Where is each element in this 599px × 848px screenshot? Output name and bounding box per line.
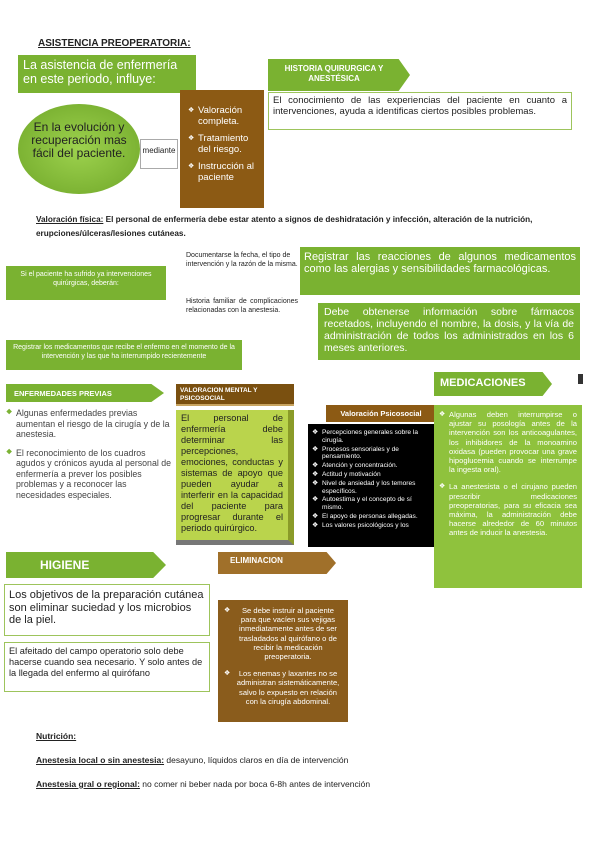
list-item: Autoestima y el concepto de sí mismo. [312,496,430,512]
list-item: Algunas enfermedades previas aumentan el… [6,408,176,440]
registrar-reactions-box: Registrar las reacciones de algunos medi… [300,247,580,295]
enfermedades-list: Algunas enfermedades previas aumentan el… [6,408,176,500]
higiene-text-1: Los objetivos de la preparación cutánea … [4,584,210,636]
list-item: Los valores psicológicos y los [312,522,430,530]
eliminacion-title: ELIMINACION [218,552,336,574]
registrar-meds-box: Registrar los medicamentos que recibe el… [6,340,242,370]
valoracion-fisica: Valoración física: El personal de enferm… [36,213,564,241]
list-item: La anestesista o el cirujano pueden pres… [439,482,577,537]
assessment-list-box: Valoración completa. Tratamiento del rie… [180,90,264,208]
assessment-list: Valoración completa. Tratamiento del rie… [188,105,260,183]
list-item: Se debe instruir al paciente para que va… [224,606,342,661]
anestesia-gral-text: no comer ni beber nada por boca 6-8h ant… [139,779,371,789]
list-item: Algunas deben interrumpirse o ajustar su… [439,410,577,474]
list-item: Nivel de ansiedad y los temores específi… [312,480,430,496]
list-item: Atención y concentración. [312,462,430,470]
historia-text: El conocimiento de las experiencias del … [268,92,572,130]
farmacos-box: Debe obtenerse información sobre fármaco… [318,303,580,360]
list-item: Los enemas y laxantes no se administran … [224,669,342,706]
psico-box: Percepciones generales sobre la cirugía.… [308,424,434,547]
corner-mark [578,374,583,384]
anestesia-gral-label: Anestesia gral o regional: [36,779,140,789]
historia-title: HISTORIA QUIRURGICA Y ANESTÉSICA [268,59,410,91]
doc-note-2: Historia familiar de complicaciones rela… [186,298,298,314]
anestesia-local-label: Anestesia local o sin anestesia: [36,755,165,765]
list-item: Tratamiento del riesgo. [188,133,260,155]
outcome-oval: En la evolución y recuperación mas fácil… [18,104,140,194]
medicaciones-list: Algunas deben interrumpirse o ajustar su… [439,410,577,538]
anestesia-local: Anestesia local o sin anestesia: desayun… [36,755,576,765]
medicaciones-box: Algunas deben interrumpirse o ajustar su… [434,405,582,588]
valoracion-text: El personal de enfermería debe estar ate… [36,215,533,238]
eliminacion-box: Se debe instruir al paciente para que va… [218,600,348,722]
list-item: El apoyo de personas allegadas. [312,513,430,521]
valoracion-label: Valoración física: [36,215,104,224]
list-item: Valoración completa. [188,105,260,127]
list-item: Percepciones generales sobre la cirugía. [312,429,430,445]
medicaciones-title: MEDICACIONES [434,372,552,396]
enfermedades-body: Algunas enfermedades previas aumentan el… [6,408,176,506]
mental-box: El personal de enfermería debe determina… [176,410,294,545]
anestesia-local-text: desayuno, líquidos claros en día de inte… [164,755,349,765]
list-item: El reconocimiento de los cuadros agudos … [6,448,176,501]
psico-title: Valoración Psicosocial [326,405,446,422]
enfermedades-title: ENFERMEDADES PREVIAS [6,384,164,402]
nutricion-title: Nutrición: [36,731,77,741]
anestesia-gral: Anestesia gral o regional: no comer ni b… [36,779,576,789]
mental-title: VALORACION MENTAL Y PSICOSOCIAL [176,384,294,406]
page-title: ASISTENCIA PREOPERATORIA: [38,38,191,49]
higiene-title: HIGIENE [6,552,166,578]
intro-banner: La asistencia de enfermería en este peri… [18,55,196,93]
higiene-text-2: El afeitado del campo operatorio solo de… [4,642,210,692]
list-item: Instrucción al paciente [188,161,260,183]
psico-list: Percepciones generales sobre la cirugía.… [312,429,430,530]
eliminacion-list: Se debe instruir al paciente para que va… [224,606,342,706]
list-item: Actitud y motivación [312,471,430,479]
mediante-connector: mediante [140,139,178,169]
surgery-history-box: Si el paciente ha sufrido ya intervencio… [6,266,166,300]
doc-note-1: Documentarse la fecha, el tipo de interv… [186,252,298,268]
list-item: Procesos sensoriales y de pensamiento. [312,446,430,462]
